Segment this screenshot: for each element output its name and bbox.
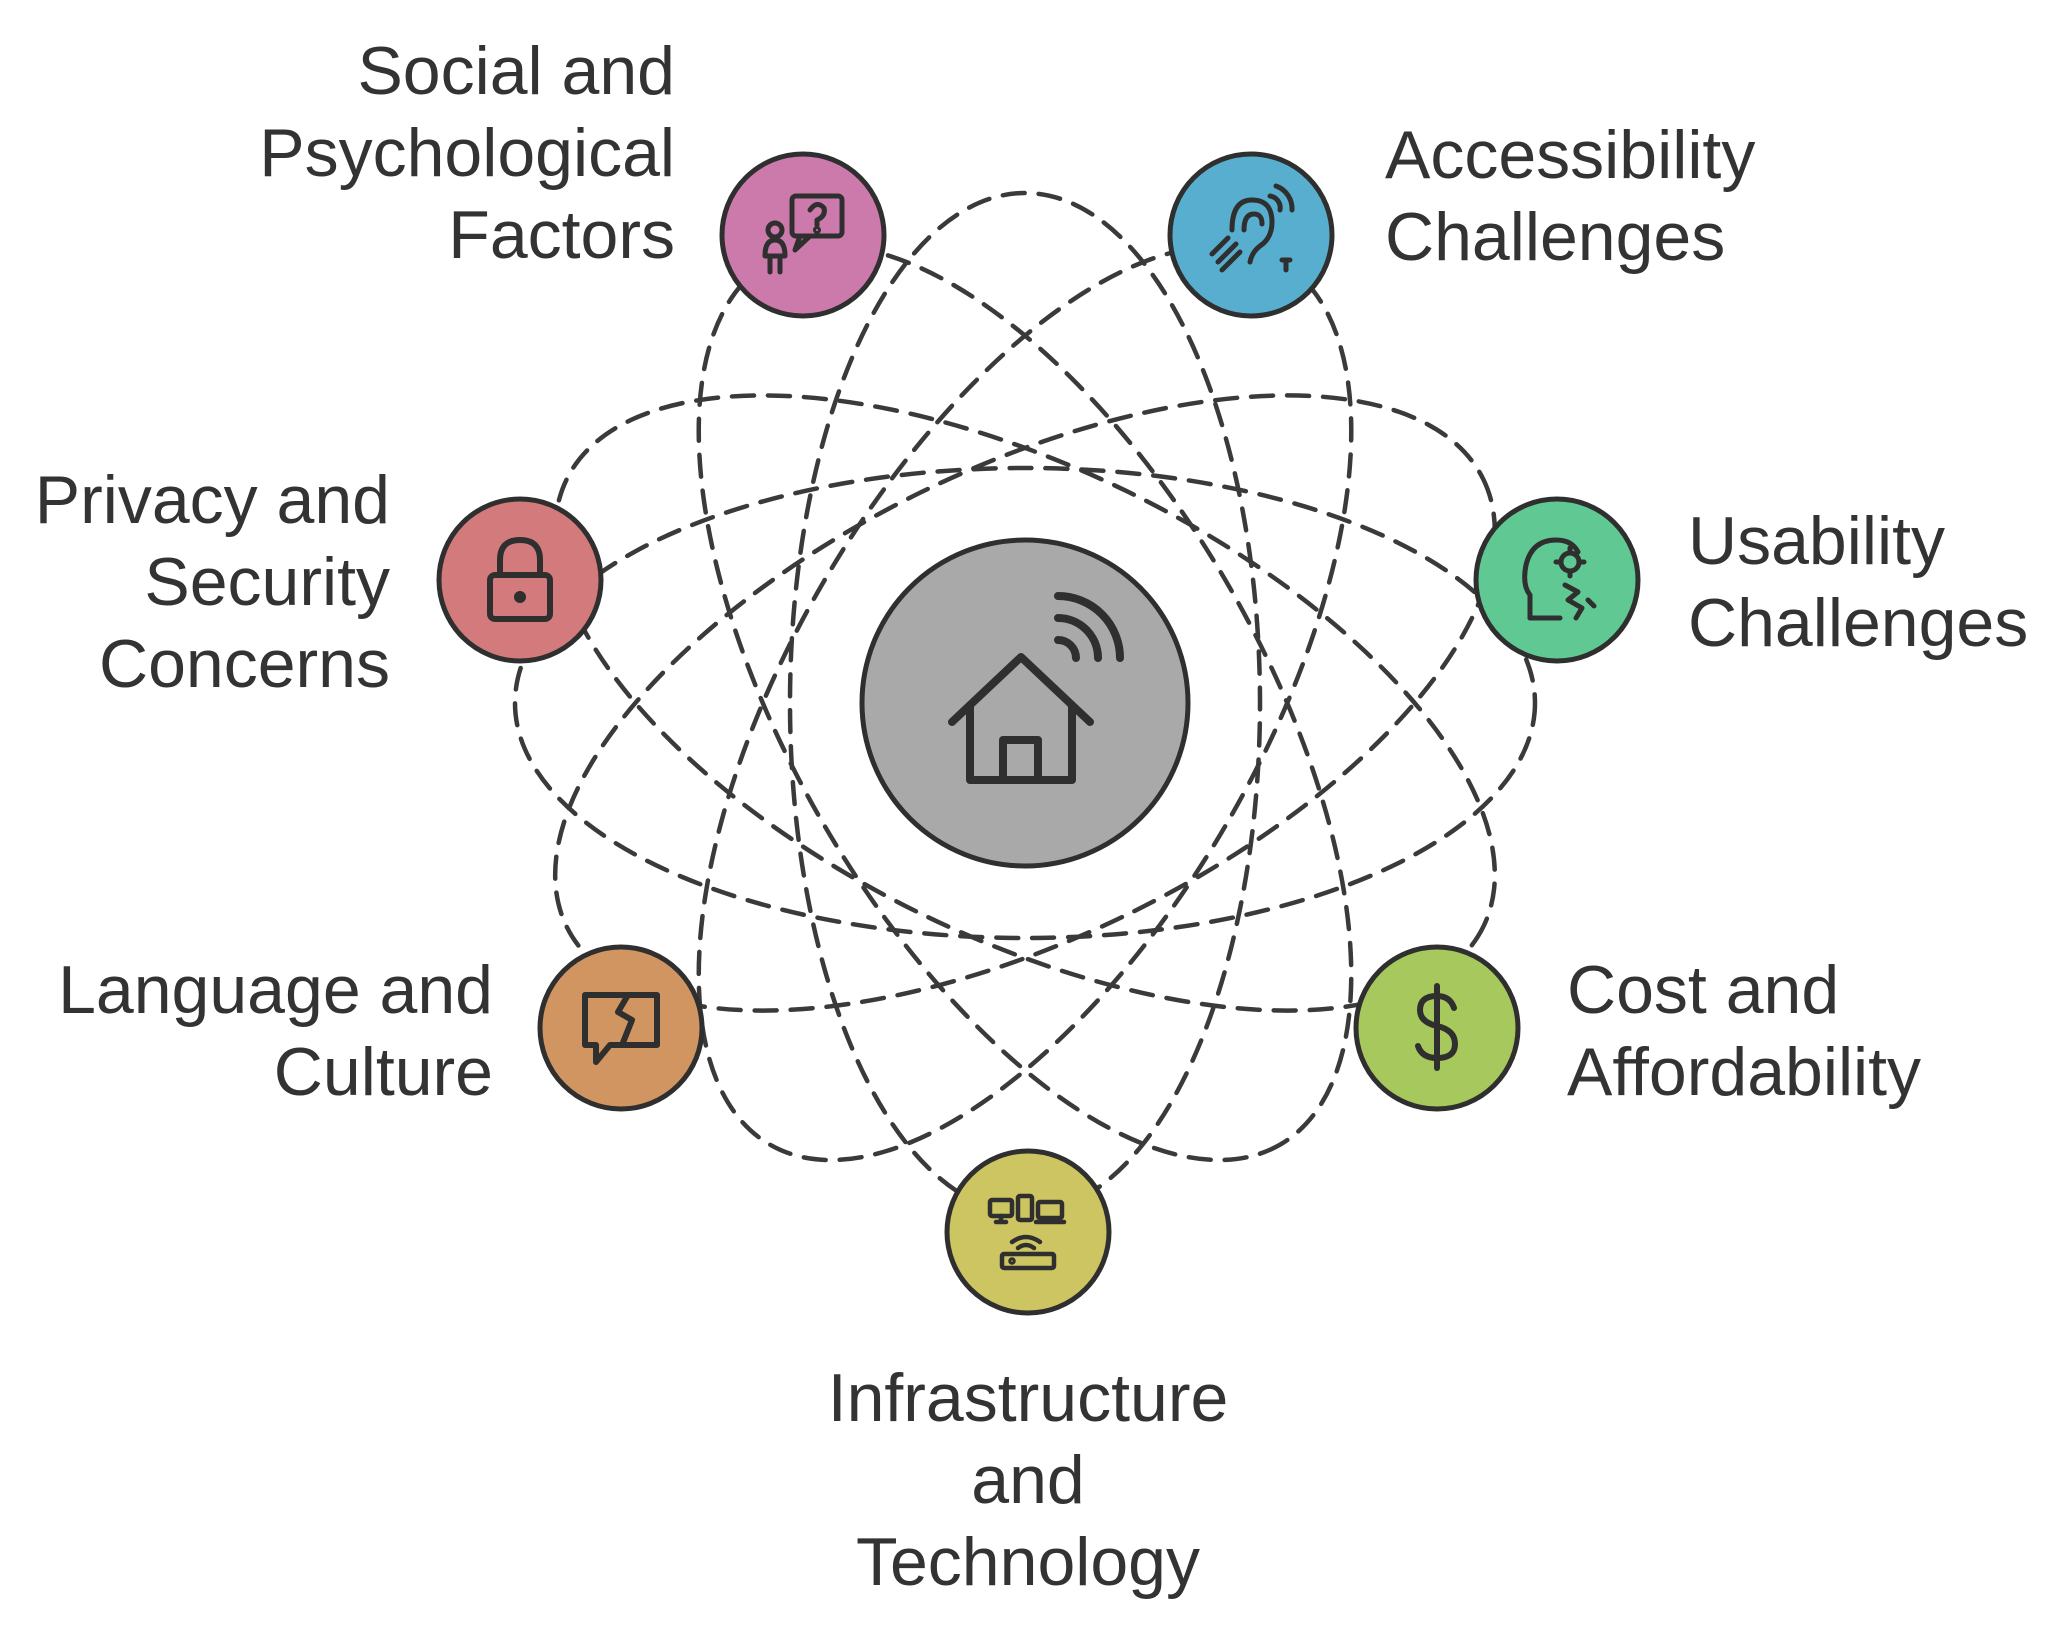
node-usability: [1473, 496, 1641, 664]
person-question-icon: [762, 193, 845, 275]
label-cost: Cost and Affordability: [1567, 949, 1921, 1113]
label-accessibility-line-1: Accessibility: [1385, 117, 1756, 193]
label-usability-line-1: Usability: [1688, 503, 1945, 579]
label-infrastructure-line-3: Technology: [855, 1524, 1201, 1600]
confused-head-gear-icon: [1522, 537, 1597, 621]
orbit-ring: [552, 393, 1498, 1013]
label-social-line-3: Factors: [448, 197, 675, 273]
label-cost-line-1: Cost and: [1567, 952, 1840, 1028]
orbit-ring: [552, 393, 1498, 1013]
network-devices-router-icon: [987, 1193, 1067, 1271]
label-privacy-line-2: Security: [144, 544, 390, 620]
label-social-line-2: Psychological: [259, 115, 675, 191]
padlock-icon: [487, 537, 553, 622]
label-infrastructure: Infrastructure and Technology: [778, 1357, 1278, 1603]
label-usability: Usability Challenges: [1688, 500, 2028, 664]
node-accessibility: [1167, 151, 1335, 319]
node-language: [537, 944, 705, 1112]
label-language-line-1: Language and: [58, 952, 493, 1028]
label-accessibility-line-2: Challenges: [1385, 199, 1726, 275]
label-infrastructure-line-2: and: [971, 1442, 1085, 1518]
node-social: [719, 151, 887, 319]
label-privacy-line-1: Privacy and: [34, 462, 390, 538]
label-cost-line-2: Affordability: [1567, 1034, 1922, 1110]
hearing-aid-ear-icon: [1209, 183, 1295, 273]
node-infrastructure: [944, 1148, 1112, 1316]
label-infrastructure-line-1: Infrastructure: [827, 1360, 1229, 1436]
label-language-line-2: Culture: [273, 1034, 493, 1110]
node-cost: [1353, 944, 1521, 1112]
label-privacy-line-3: Concerns: [98, 626, 390, 702]
node-privacy: [436, 496, 604, 664]
broken-speech-bubble-icon: [582, 992, 660, 1065]
label-social: Social and Psychological Factors: [259, 30, 675, 276]
label-accessibility: Accessibility Challenges: [1385, 114, 1755, 278]
dollar-icon: [1415, 983, 1458, 1071]
label-privacy: Privacy and Security Concerns: [35, 459, 390, 705]
orbit-ring: [512, 465, 1538, 941]
label-usability-line-2: Challenges: [1688, 585, 2029, 661]
label-social-line-1: Social and: [357, 33, 675, 109]
smart-home-icon: [948, 592, 1124, 784]
label-language: Language and Culture: [58, 949, 493, 1113]
center-hub: [859, 537, 1191, 869]
